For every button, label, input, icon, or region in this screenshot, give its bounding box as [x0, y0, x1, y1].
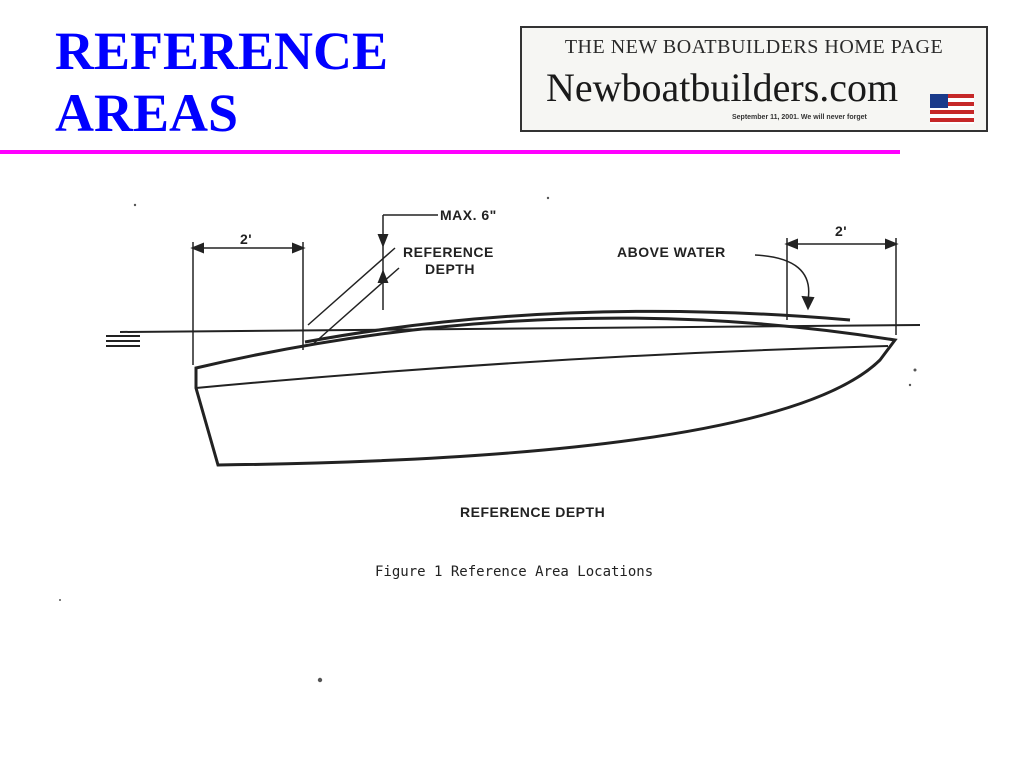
boat-hull: [194, 316, 898, 467]
above-water-leader: [754, 254, 810, 301]
logo-sub-text: September 11, 2001. We will never forget: [732, 114, 867, 121]
logo-main-text: Newboatbuilders.com: [546, 65, 899, 110]
ref-depth-line-1: [307, 247, 396, 326]
arrow-left: [190, 242, 204, 254]
title-line-1: REFERENCE: [55, 21, 389, 81]
arrow-right: [292, 242, 306, 254]
arrow-down: [377, 234, 389, 248]
scan-specks: [59, 196, 917, 683]
arrow-up: [377, 269, 389, 283]
above-water-curve: [304, 309, 851, 344]
newboatbuilders-logo[interactable]: THE NEW BOATBUILDERS HOME PAGE Newboatbu…: [520, 26, 988, 132]
us-flag-icon: [930, 94, 974, 124]
dim-right-label: 2': [835, 223, 847, 239]
dim-left-label: 2': [240, 231, 252, 247]
title-divider: [0, 150, 900, 154]
arrow-right: [885, 238, 899, 250]
sheer-line: [195, 345, 889, 389]
figure-caption: Figure 1 Reference Area Locations: [375, 564, 653, 580]
above-water-label: ABOVE WATER: [617, 244, 726, 260]
bottom-label: REFERENCE DEPTH: [460, 504, 605, 520]
arrow-down: [801, 295, 815, 311]
ref-depth-label-2: DEPTH: [425, 261, 475, 277]
max-depth-label: MAX. 6": [440, 207, 497, 223]
slide-title: REFERENCE AREAS: [55, 20, 388, 144]
arrow-left: [784, 238, 798, 250]
boat-reference-diagram: 2' 2' MAX. 6" REFERENCE DEPTH ABOVE WATE…: [59, 196, 921, 683]
title-line-2: AREAS: [55, 83, 239, 143]
logo-top-text: THE NEW BOATBUILDERS HOME PAGE: [564, 36, 944, 58]
ref-depth-label-1: REFERENCE: [403, 244, 494, 260]
